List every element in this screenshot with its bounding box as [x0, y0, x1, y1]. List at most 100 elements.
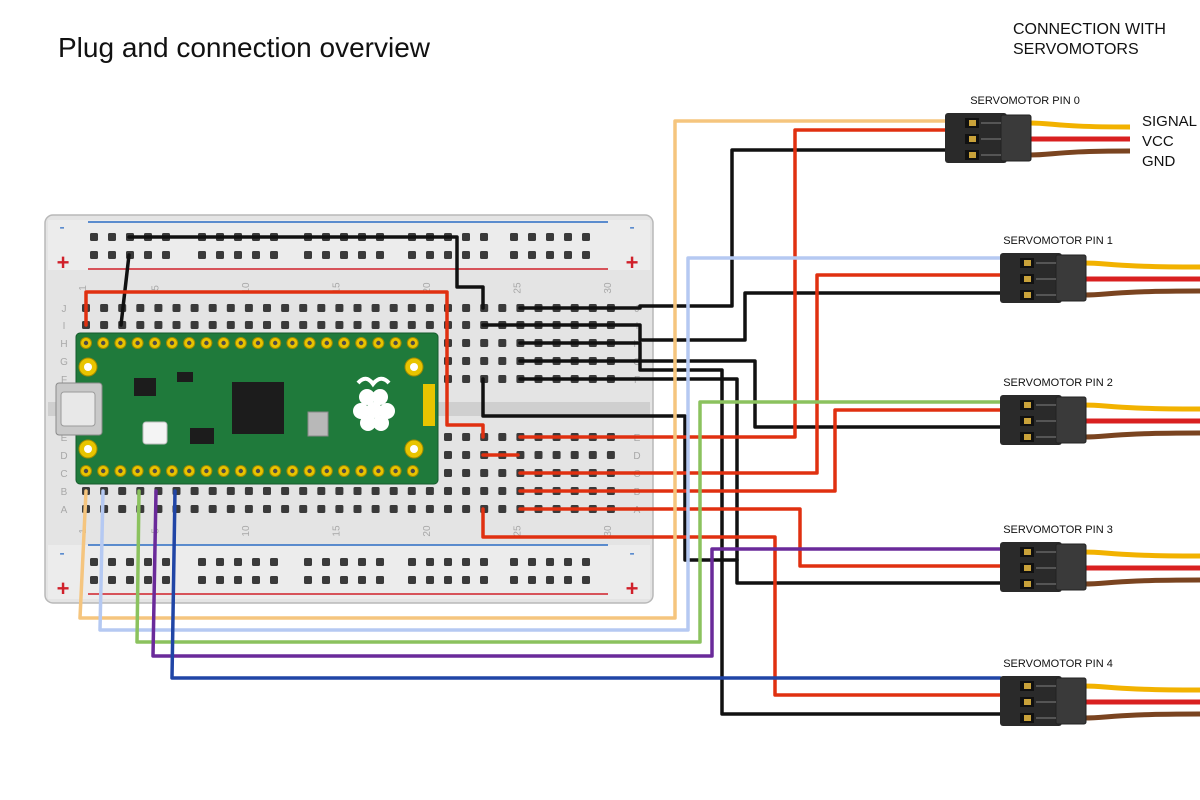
signal-wire-pin2	[135, 400, 1002, 644]
gnd-wire-servo2	[518, 359, 1002, 429]
terminal-hole	[498, 487, 507, 495]
terminal-hole	[389, 304, 398, 312]
terminal-hole	[570, 451, 579, 459]
terminal-hole	[552, 451, 561, 459]
terminal-hole	[263, 321, 271, 329]
row-letter: G	[60, 357, 68, 368]
terminal-hole	[353, 505, 362, 513]
column-number: 10	[241, 525, 252, 537]
servo-plug-body	[1000, 114, 1032, 162]
terminal-hole	[172, 321, 181, 329]
terminal-hole	[498, 339, 507, 347]
terminal-hole	[462, 433, 471, 441]
rail-hole	[322, 576, 330, 584]
terminal-hole	[281, 505, 290, 513]
terminal-hole	[371, 321, 380, 329]
terminal-hole	[335, 304, 344, 312]
rail-hole	[90, 233, 98, 241]
terminal-hole	[317, 321, 326, 329]
terminal-hole	[516, 451, 525, 459]
rail-hole	[270, 251, 278, 259]
servo-plug-body	[1055, 254, 1087, 302]
rail-hole	[546, 576, 554, 584]
terminal-hole	[100, 304, 109, 312]
servo-lead-wire	[1028, 120, 1131, 130]
terminal-hole	[299, 321, 308, 329]
rail-hole	[582, 233, 590, 241]
terminal-hole	[281, 321, 290, 329]
terminal-hole	[190, 487, 199, 495]
terminal-hole	[136, 321, 145, 329]
legend-vcc: VCC	[1142, 133, 1174, 150]
rail-hole	[340, 558, 348, 566]
rp2040-chip	[232, 382, 284, 434]
column-number: 25	[512, 525, 523, 537]
column-number: 30	[603, 525, 614, 537]
column-number: 25	[512, 282, 523, 294]
terminal-hole	[444, 433, 452, 441]
terminal-hole	[317, 487, 326, 495]
terminal-hole	[190, 304, 199, 312]
gnd-wire-servo1	[518, 291, 1002, 342]
legend-gnd: GND	[1142, 153, 1176, 170]
terminal-hole	[444, 451, 452, 459]
rail-minus-top-right: -	[629, 219, 634, 236]
terminal-hole	[462, 357, 471, 365]
rail-hole	[144, 251, 152, 259]
rail-hole	[426, 576, 434, 584]
debug-pads	[423, 384, 435, 426]
rail-hole	[462, 233, 470, 241]
rail-hole	[376, 558, 384, 566]
rail-hole	[144, 558, 152, 566]
terminal-hole	[498, 304, 507, 312]
terminal-hole	[462, 375, 471, 383]
pico-board	[55, 332, 439, 485]
rail-hole	[108, 558, 116, 566]
servo-connector-pin2: SERVOMOTOR PIN 2	[1000, 377, 1200, 445]
vcc-wire-servo3	[518, 507, 1002, 568]
terminal-hole	[462, 451, 471, 459]
rail-hole	[510, 251, 518, 259]
pico-pins	[80, 337, 419, 477]
ground-jumper-pico	[119, 253, 131, 327]
small-ic	[177, 372, 193, 382]
ground-bus-wire	[481, 377, 739, 562]
rail-hole	[270, 558, 278, 566]
terminal-hole	[100, 321, 109, 329]
rail-plus-top-left: +	[57, 250, 70, 275]
terminal-hole	[425, 304, 434, 312]
rail-hole	[304, 251, 312, 259]
rail-hole	[426, 558, 434, 566]
terminal-hole	[444, 505, 452, 513]
terminal-hole	[226, 321, 235, 329]
terminal-hole	[190, 505, 199, 513]
signal-wire-pin3	[151, 489, 1002, 658]
terminal-hole	[335, 505, 344, 513]
rail-hole	[162, 576, 170, 584]
terminal-hole	[480, 487, 489, 495]
rail-hole	[322, 251, 330, 259]
servo-label: SERVOMOTOR PIN 0	[970, 95, 1080, 107]
rail-hole	[198, 576, 206, 584]
rail-hole	[90, 576, 98, 584]
row-letter: I	[63, 321, 66, 332]
breadboard-bottom-rail-strip	[48, 545, 650, 599]
rail-hole	[462, 558, 470, 566]
rail-holes	[90, 233, 590, 584]
rail-plus-bottom-right: +	[626, 576, 639, 601]
terminal-hole	[480, 339, 489, 347]
signal-wire-pin4	[170, 489, 1002, 680]
rail-hole	[358, 251, 366, 259]
servo-lead-wire	[1083, 577, 1200, 587]
flash-chip	[134, 378, 156, 396]
row-letter: J	[62, 304, 67, 315]
rail-hole	[340, 576, 348, 584]
rail-hole	[358, 558, 366, 566]
servo-lead-wire	[1083, 402, 1200, 412]
servo-plug-body	[1055, 543, 1087, 591]
terminal-hole	[226, 505, 235, 513]
bootsel-button	[142, 421, 168, 445]
rail-hole	[358, 576, 366, 584]
rail-hole	[270, 576, 278, 584]
rail-hole	[528, 558, 536, 566]
